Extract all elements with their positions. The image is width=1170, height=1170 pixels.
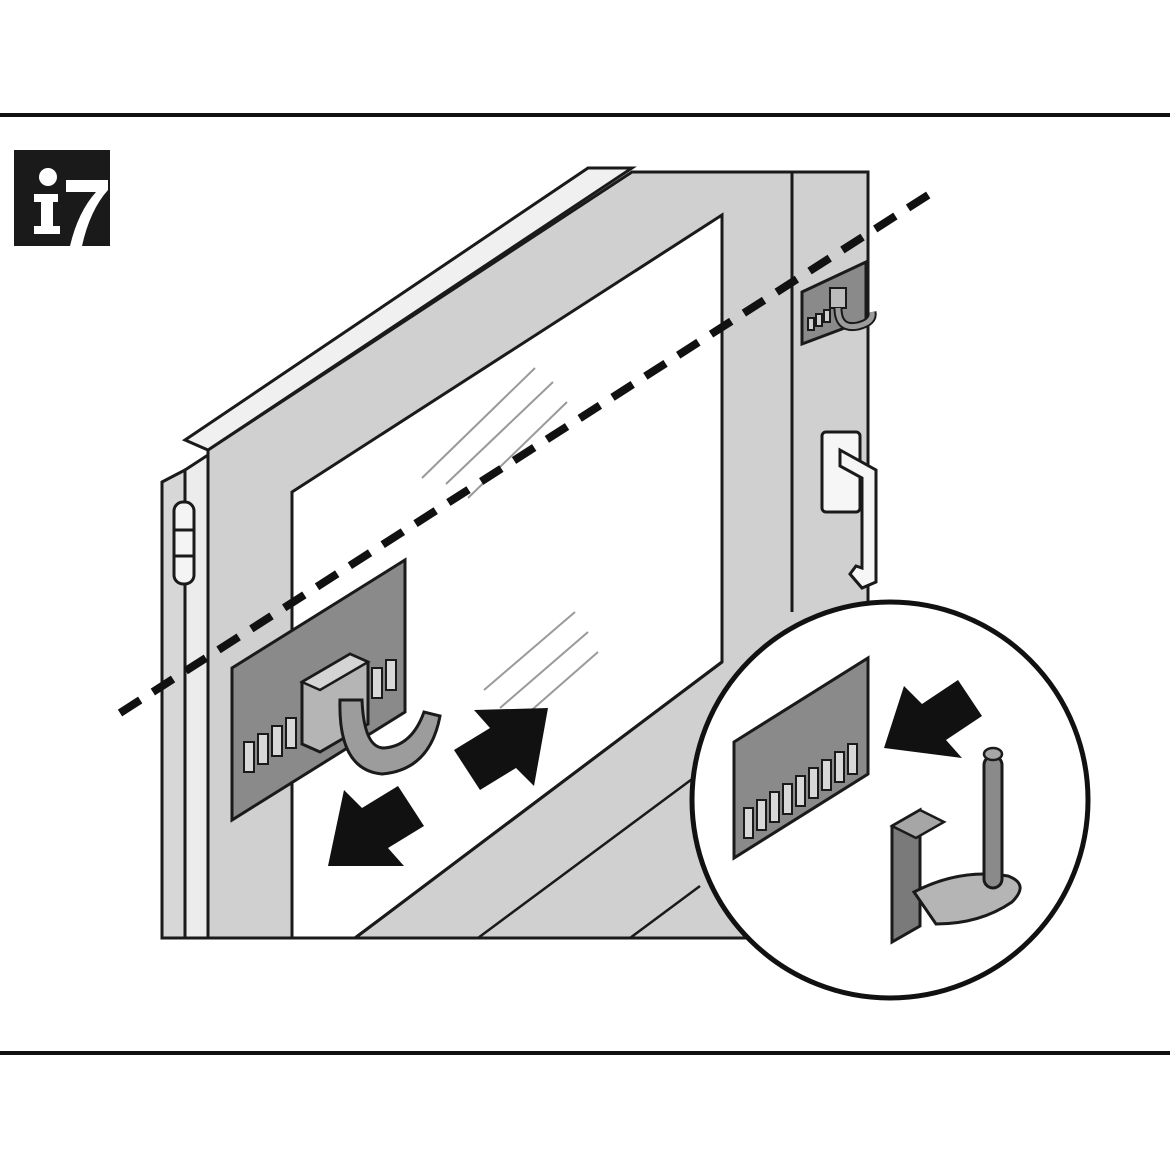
direction-arrows bbox=[328, 708, 548, 866]
arrow-insert-icon bbox=[884, 680, 982, 758]
hinge-icon bbox=[172, 500, 196, 586]
info-pictogram-icon bbox=[14, 150, 110, 246]
bottom-rule bbox=[0, 1051, 1170, 1055]
top-rule bbox=[0, 113, 1170, 117]
small-hook-bracket bbox=[800, 259, 877, 347]
arrow-right-icon bbox=[454, 708, 548, 790]
hook-bracket bbox=[230, 557, 442, 823]
glass-reflection bbox=[421, 367, 599, 723]
dashed-alignment-line bbox=[117, 186, 939, 717]
arrow-left-icon bbox=[328, 786, 424, 866]
detail-callout bbox=[689, 599, 1091, 1001]
window-handle-icon bbox=[820, 430, 878, 590]
